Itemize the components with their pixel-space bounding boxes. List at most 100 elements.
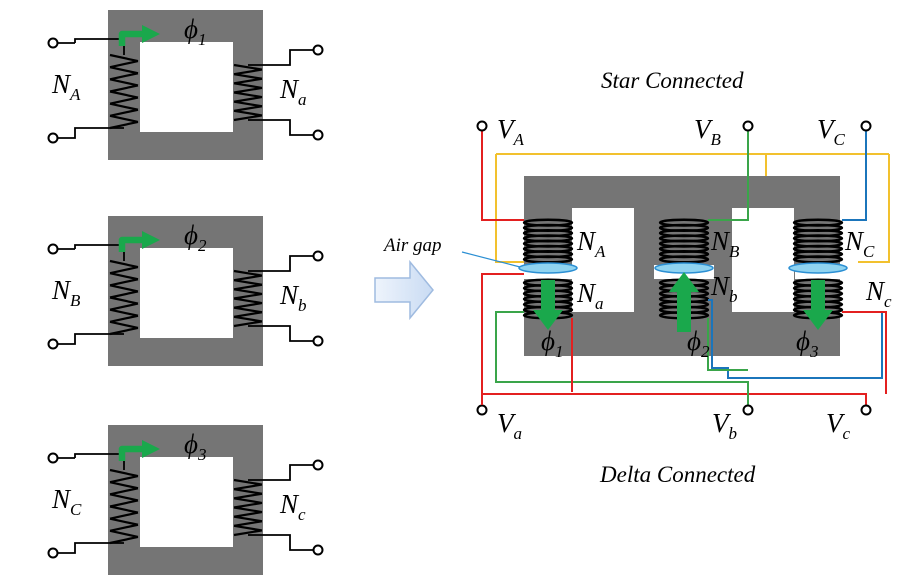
terminal-label-Vb: Vb bbox=[712, 408, 737, 443]
flux-arrow-2-head bbox=[669, 272, 699, 292]
primary-winding-c bbox=[792, 218, 844, 264]
secondary-lead-bottom bbox=[248, 119, 313, 136]
flux-label: ϕ2 bbox=[184, 220, 207, 255]
star-wire-a2 bbox=[495, 154, 529, 263]
terminal-1 bbox=[47, 452, 59, 464]
delta-connected-label: Delta Connected bbox=[599, 462, 756, 487]
secondary-winding-label: Nc bbox=[279, 489, 306, 524]
terminal-4 bbox=[312, 335, 324, 347]
primary-lead-top bbox=[74, 38, 125, 55]
secondary-winding bbox=[233, 478, 263, 537]
core-window-left bbox=[572, 208, 634, 312]
flux-arrow-1-head bbox=[533, 310, 563, 330]
primary-lead-top bbox=[74, 453, 125, 470]
secondary-winding bbox=[233, 269, 263, 328]
wire-VC bbox=[842, 130, 867, 221]
flux-arrow-2 bbox=[677, 290, 691, 332]
flux-label: ϕ3 bbox=[184, 429, 206, 464]
terminal-VB bbox=[742, 120, 754, 132]
terminal-1 bbox=[47, 243, 59, 255]
terminal-4 bbox=[312, 129, 324, 141]
terminal-label-VB: VB bbox=[694, 114, 722, 149]
flux-arrow-3-head bbox=[803, 310, 833, 330]
wire-Vb bbox=[495, 311, 749, 408]
terminal-4 bbox=[312, 544, 324, 556]
delta-red-right bbox=[842, 311, 887, 394]
primary-winding-a bbox=[522, 218, 574, 264]
air-gap-b bbox=[654, 262, 714, 274]
star-connected-label: Star Connected bbox=[601, 68, 744, 93]
terminal-Vb bbox=[742, 404, 754, 416]
conversion-arrow-icon bbox=[374, 259, 434, 321]
terminal-label-Va: Va bbox=[497, 408, 522, 443]
core-window bbox=[140, 42, 233, 132]
terminal-3 bbox=[312, 459, 324, 471]
primary-winding-b bbox=[658, 218, 710, 264]
flux-arrow bbox=[118, 445, 142, 461]
terminal-VA bbox=[476, 120, 488, 132]
secondary-lead-top bbox=[248, 464, 313, 481]
star-wire-c2 bbox=[858, 154, 890, 263]
primary-lead-bottom bbox=[58, 127, 124, 139]
conversion-arrow-shape bbox=[374, 259, 434, 321]
terminal-VC bbox=[860, 120, 872, 132]
delta-green-mid bbox=[707, 318, 748, 371]
winding-label-NA: NA bbox=[576, 226, 606, 261]
core-window bbox=[140, 457, 233, 547]
winding-label-NC: NC bbox=[844, 226, 875, 261]
wire-VB bbox=[708, 130, 749, 221]
winding-label-Nc: Nc bbox=[865, 276, 892, 311]
terminal-label-Vc: Vc bbox=[826, 408, 851, 443]
delta-blue-loop bbox=[708, 299, 883, 379]
air-gap-a bbox=[518, 262, 578, 274]
secondary-lead-top bbox=[248, 255, 313, 272]
terminal-label-VA: VA bbox=[497, 114, 525, 149]
flux-label: ϕ1 bbox=[184, 14, 206, 49]
primary-lead-bottom bbox=[58, 542, 124, 554]
terminal-1 bbox=[47, 37, 59, 49]
winding-label-NB: NB bbox=[710, 226, 740, 261]
secondary-winding-label: Na bbox=[279, 74, 307, 109]
primary-lead-top bbox=[74, 244, 125, 261]
winding-label-Na: Na bbox=[576, 278, 604, 313]
flux-arrow-3 bbox=[811, 280, 825, 312]
air-gap-c bbox=[788, 262, 848, 274]
primary-winding-label: NA bbox=[51, 69, 81, 104]
secondary-lead-bottom bbox=[248, 325, 313, 342]
flux-label-3: ϕ3 bbox=[796, 326, 818, 361]
primary-winding bbox=[109, 259, 139, 336]
terminal-2 bbox=[47, 338, 59, 350]
air-gap-pointer bbox=[461, 251, 521, 268]
secondary-lead-top bbox=[248, 49, 313, 66]
air-gap-label: Air gap bbox=[382, 235, 442, 256]
wire-VA bbox=[481, 130, 524, 221]
primary-winding-label: NC bbox=[51, 484, 82, 519]
flux-label-1: ϕ1 bbox=[541, 326, 563, 361]
terminal-label-VC: VC bbox=[817, 114, 846, 149]
secondary-lead-bottom bbox=[248, 534, 313, 551]
terminal-Va bbox=[476, 404, 488, 416]
flux-arrow bbox=[118, 236, 142, 252]
flux-arrow-head bbox=[142, 440, 160, 458]
flux-arrow-head bbox=[142, 231, 160, 249]
secondary-winding-label: Nb bbox=[279, 280, 307, 315]
primary-winding bbox=[109, 53, 139, 130]
core-window bbox=[140, 248, 233, 338]
flux-arrow bbox=[118, 30, 142, 46]
terminal-2 bbox=[47, 132, 59, 144]
flux-arrow-1 bbox=[541, 280, 555, 312]
winding-label-Nb: Nb bbox=[710, 271, 738, 306]
primary-winding bbox=[109, 468, 139, 545]
primary-winding-label: NB bbox=[51, 275, 81, 310]
terminal-3 bbox=[312, 250, 324, 262]
core-window-right bbox=[732, 208, 794, 312]
secondary-winding bbox=[233, 63, 263, 122]
primary-lead-bottom bbox=[58, 333, 124, 345]
flux-arrow-head bbox=[142, 25, 160, 43]
